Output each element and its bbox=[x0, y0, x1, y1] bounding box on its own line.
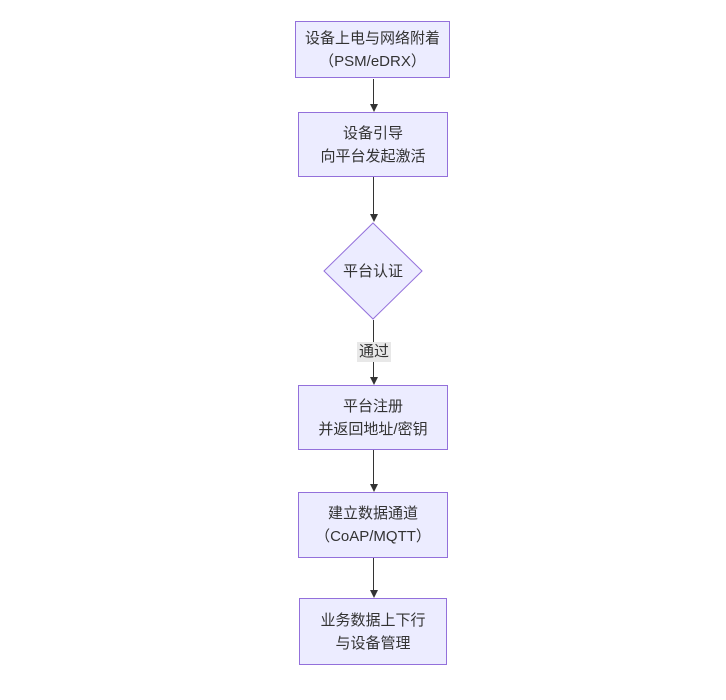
node-label: 向平台发起激活 bbox=[320, 147, 426, 165]
arrow-line bbox=[373, 177, 374, 214]
arrow-e-f bbox=[369, 558, 378, 598]
arrowhead-icon bbox=[369, 104, 378, 112]
arrow-a-b bbox=[369, 79, 378, 112]
node-label: 平台注册 bbox=[342, 397, 403, 415]
node-data-channel: 建立数据通道 （CoAP/MQTT） bbox=[298, 492, 448, 558]
arrow-line bbox=[373, 79, 374, 104]
node-platform-auth: 平台认证 bbox=[323, 222, 423, 320]
arrow-line bbox=[373, 558, 374, 590]
arrow-b-c bbox=[369, 177, 378, 222]
edge-label-pass: 通过 bbox=[356, 342, 392, 362]
node-label: （CoAP/MQTT） bbox=[315, 528, 431, 545]
arrowhead-icon bbox=[369, 484, 378, 492]
arrowhead-icon bbox=[369, 214, 378, 222]
arrowhead-icon bbox=[369, 377, 378, 385]
node-label: 业务数据上下行 bbox=[320, 611, 426, 629]
diamond-shape bbox=[323, 222, 423, 320]
node-label: 设备上电与网络附着 bbox=[304, 29, 440, 47]
node-label: 设备引导 bbox=[342, 124, 403, 142]
arrow-d-e bbox=[369, 450, 378, 492]
node-business-data: 业务数据上下行 与设备管理 bbox=[299, 598, 447, 665]
node-label: 建立数据通道 bbox=[327, 505, 418, 522]
node-power-network-attach: 设备上电与网络附着 （PSM/eDRX） bbox=[295, 21, 450, 78]
node-label: 与设备管理 bbox=[335, 634, 411, 652]
node-platform-register: 平台注册 并返回地址/密钥 bbox=[298, 385, 448, 450]
arrow-line bbox=[373, 450, 374, 484]
node-label: 并返回地址/密钥 bbox=[318, 420, 428, 438]
arrowhead-icon bbox=[369, 590, 378, 598]
node-label: 平台认证 bbox=[342, 262, 403, 280]
node-device-bootstrap: 设备引导 向平台发起激活 bbox=[298, 112, 448, 177]
node-label: （PSM/eDRX） bbox=[319, 52, 426, 70]
